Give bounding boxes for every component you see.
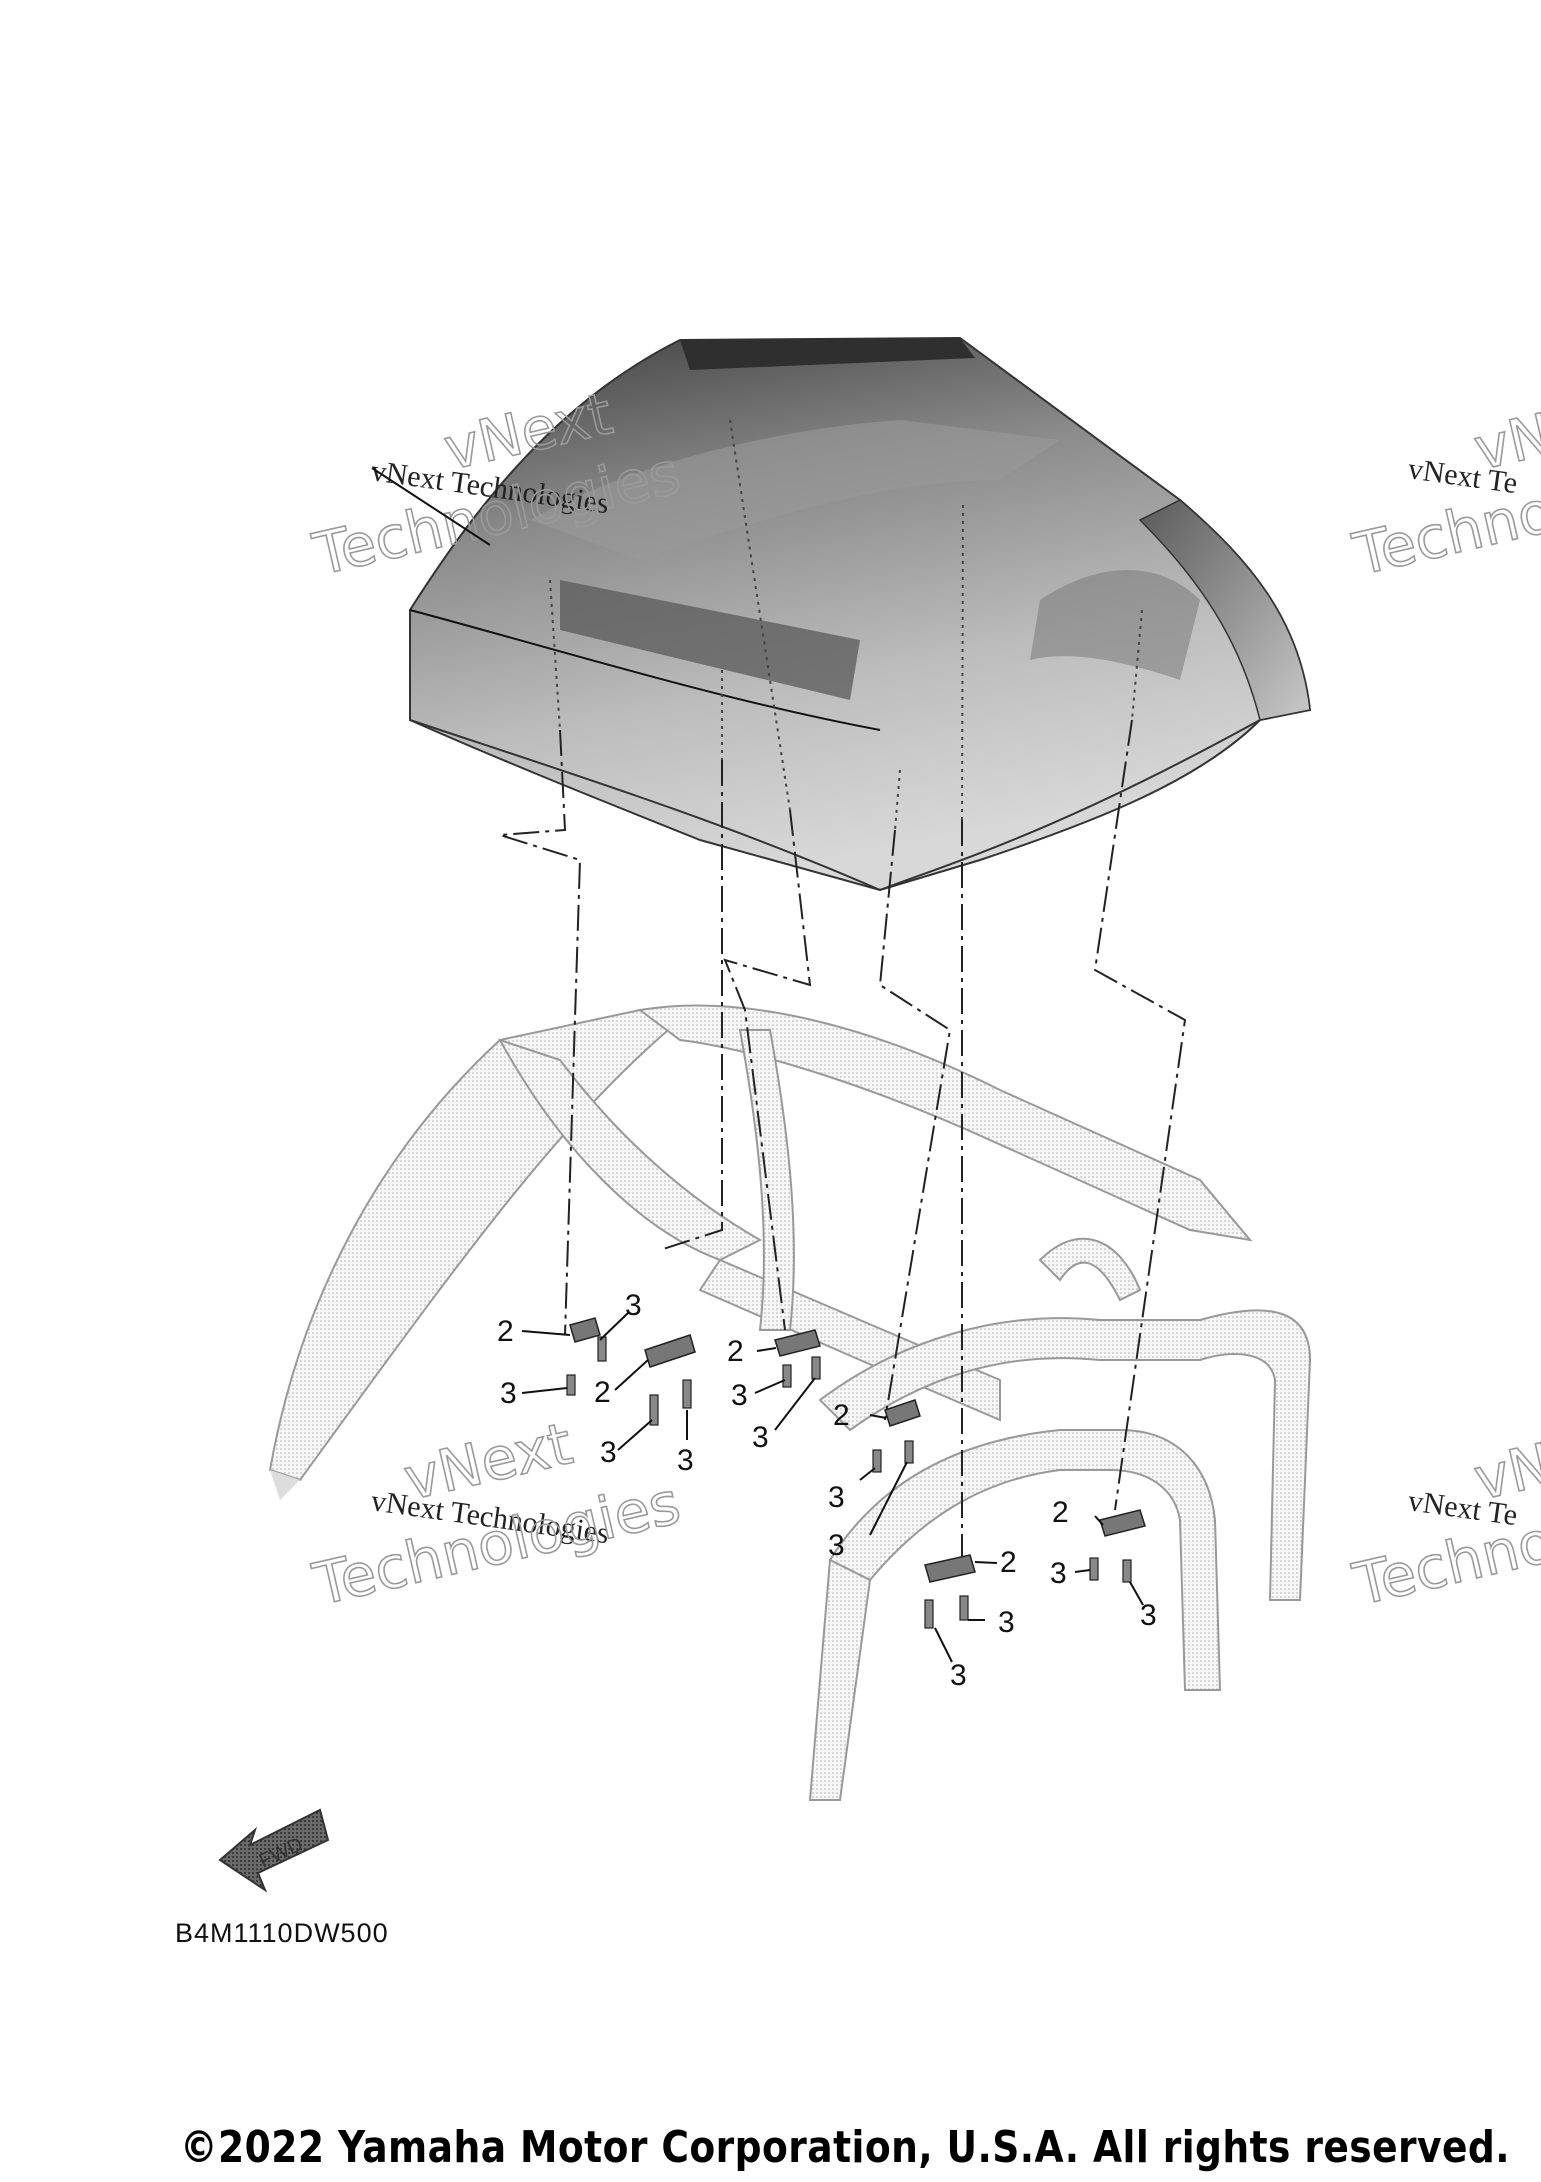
callout-bolt: 3 (828, 1529, 845, 1562)
bracket-group-5 (924, 1554, 976, 1629)
watermark-bottom-right: vNext Te vNe Techno (1346, 1421, 1541, 1620)
callout-bolt: 3 (828, 1481, 845, 1514)
callout-bolt: 3 (500, 1377, 517, 1410)
bracket-group-4 (872, 1399, 921, 1473)
callout-bracket: 2 (497, 1315, 514, 1348)
bracket-group-6 (1089, 1509, 1146, 1583)
copyright-notice: ©2022 Yamaha Motor Corporation, U.S.A. A… (180, 2122, 1510, 2173)
callout-bolt: 3 (1050, 1557, 1067, 1590)
callout-bolt: 3 (998, 1606, 1015, 1639)
callout-bracket: 2 (833, 1399, 850, 1432)
fwd-arrow-icon: FWD (218, 1808, 330, 1893)
callout-bolt: 3 (677, 1444, 694, 1477)
callout-bracket: 2 (727, 1335, 744, 1368)
watermark-logo: Techno (1347, 1507, 1541, 1619)
callout-bracket: 2 (1052, 1496, 1069, 1529)
alignment-lines (499, 719, 1187, 1565)
callout-bolt: 3 (731, 1379, 748, 1412)
callout-bolt: 3 (600, 1436, 617, 1469)
callout-labels: 2 3 3 2 3 3 2 3 3 2 3 3 2 3 3 2 3 3 (497, 1289, 1157, 1692)
bracket-group-3 (774, 1329, 821, 1388)
bracket-group-2 (644, 1334, 696, 1426)
callout-bolt: 3 (1140, 1599, 1157, 1632)
callout-leaders (521, 1312, 1144, 1663)
callout-bracket: 2 (594, 1376, 611, 1409)
callout-bracket: 2 (1000, 1546, 1017, 1579)
callout-bolt: 3 (625, 1289, 642, 1322)
roof-mount-axes (549, 419, 1143, 831)
diagram-code: B4M1110DW500 (175, 1918, 389, 1948)
callout-bolt: 3 (752, 1421, 769, 1454)
callout-bolt: 3 (950, 1659, 967, 1692)
watermark-logo: Techno (1347, 477, 1541, 589)
roof-panel (409, 336, 1312, 892)
roll-cage-frame (268, 1004, 1312, 1801)
watermark-top-right: vNext Te vNe Techno (1346, 391, 1541, 590)
